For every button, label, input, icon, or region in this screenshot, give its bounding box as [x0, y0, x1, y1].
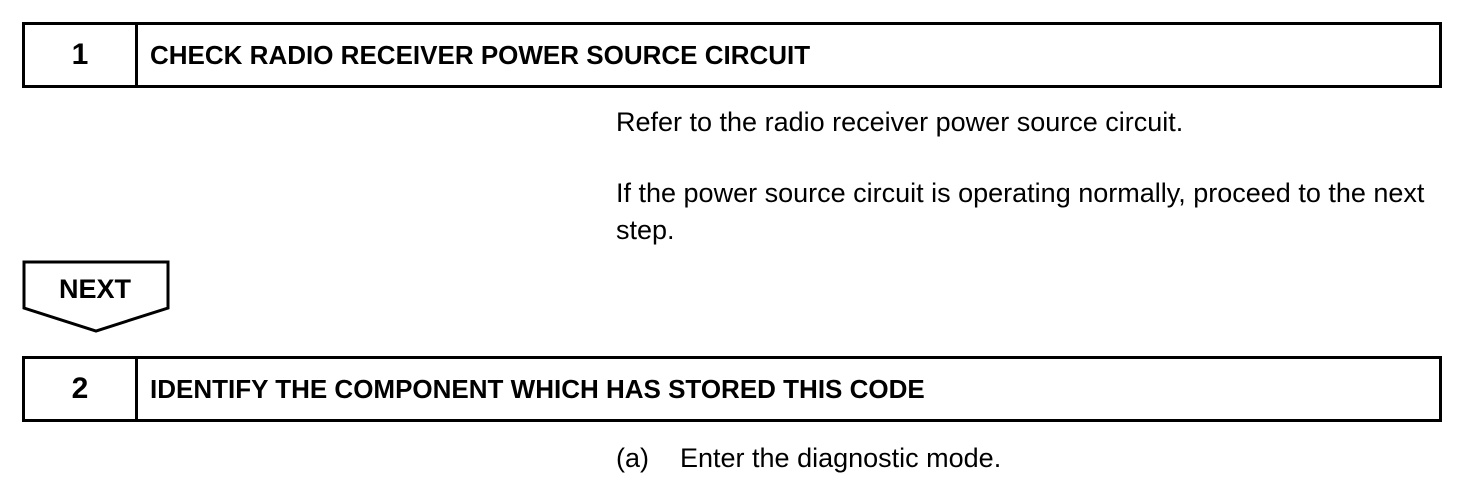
step-1-instruction-proceed: If the power source circuit is operating… [616, 178, 1425, 245]
step-2-number: 2 [25, 359, 138, 419]
substep-marker: (a) [616, 443, 649, 473]
step-1-title: CHECK RADIO RECEIVER POWER SOURCE CIRCUI… [150, 39, 811, 70]
step-1-header: 1 CHECK RADIO RECEIVER POWER SOURCE CIRC… [22, 22, 1442, 88]
next-label: NEXT [58, 274, 131, 304]
next-arrow-shape [22, 260, 170, 333]
step-2-header: 2 IDENTIFY THE COMPONENT WHICH HAS STORE… [22, 356, 1442, 422]
next-arrow[interactable]: NEXT [22, 260, 170, 334]
step-1-instruction-refer: Refer to the radio receiver power source… [616, 107, 1184, 137]
step-1-number: 1 [25, 25, 138, 85]
substep-text: Enter the diagnostic mode. [680, 443, 1002, 473]
step-2-title: IDENTIFY THE COMPONENT WHICH HAS STORED … [150, 373, 925, 404]
step-2-substep-a: (a) Enter the diagnostic mode. [616, 440, 1436, 477]
